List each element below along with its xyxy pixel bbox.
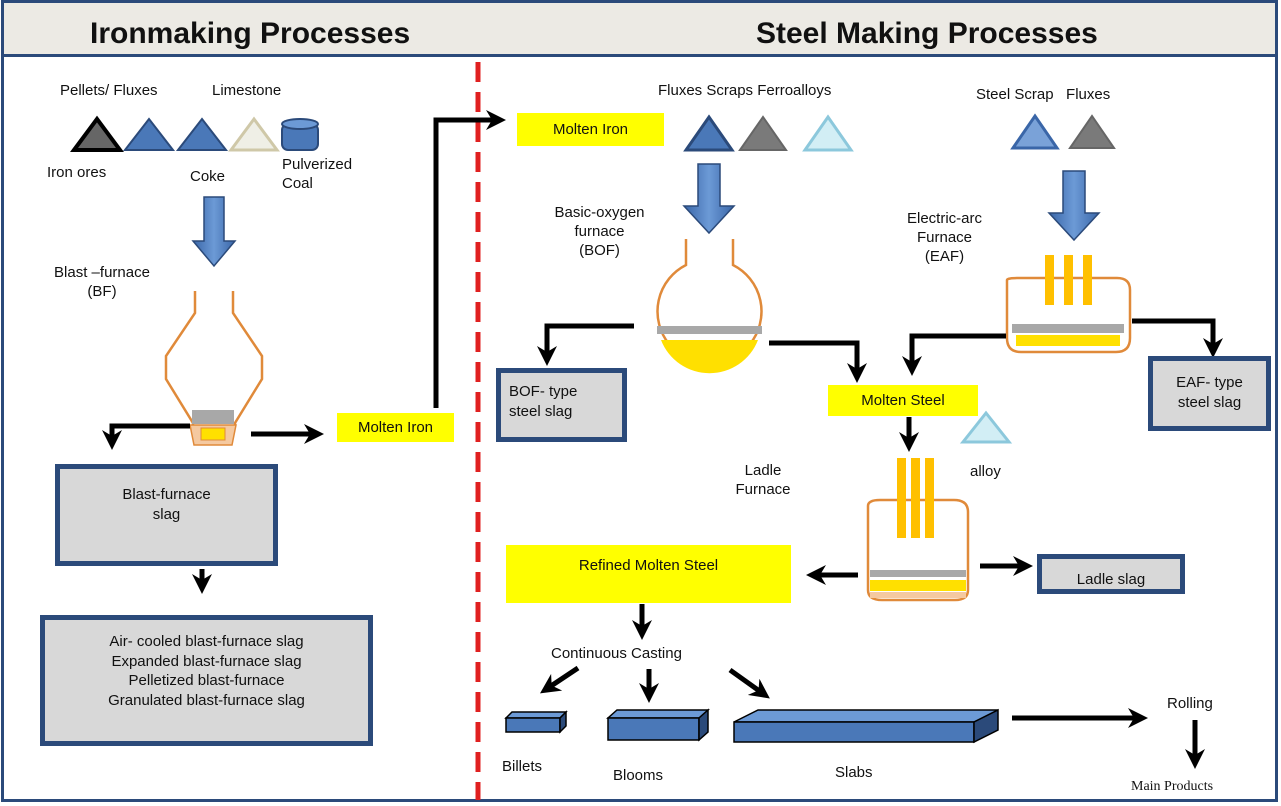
slag-type-item: Expanded blast-furnace slag	[111, 652, 302, 670]
pulverized-coal-label: Pulverized Coal	[282, 156, 353, 192]
eaf-slag-box: EAF- type steel slag	[1148, 356, 1271, 431]
refined-steel-label: Refined Molten Steel	[506, 545, 791, 603]
steelmaking-title: Steel Making Processes	[756, 17, 1098, 50]
molten-iron-label-steel: Molten Iron	[517, 113, 664, 146]
ladle-furnace-label: Ladle Furnace	[735, 462, 791, 498]
slag-type-item: Pelletized blast-furnace	[128, 672, 285, 689]
blooms-label: Blooms	[613, 767, 664, 784]
alloy-icon	[959, 410, 1013, 444]
bof-vessel-icon	[656, 239, 763, 374]
iron-ores-label: Iron ores	[47, 164, 107, 181]
bof-input-triangles	[683, 114, 854, 152]
slag-types-box: Air- cooled blast-furnace slag Expanded …	[40, 615, 373, 746]
bloom-icon	[606, 708, 710, 742]
rolling-label: Rolling	[1167, 695, 1213, 712]
iron-ore-icon	[70, 115, 124, 152]
eaf-label: Electric-arc Furnace (EAF)	[906, 210, 982, 265]
eaf-input-triangles	[1010, 113, 1116, 150]
steel-flow-arrows	[537, 318, 1223, 769]
slabs-label: Slabs	[835, 764, 873, 781]
blast-furnace-icon	[164, 291, 264, 446]
eaf-input-arrow	[1047, 170, 1101, 242]
slag-type-item: Granulated blast-furnace slag	[108, 691, 305, 709]
ladle-slag-box: Ladle slag	[1037, 554, 1185, 594]
eaf-inputs-label: Steel Scrap Fluxes	[976, 86, 1111, 103]
main-products-label: Main Products	[1131, 779, 1214, 794]
blast-furnace-label: Blast –furnace (BF)	[54, 264, 150, 300]
input-arrows	[191, 163, 1101, 268]
bof-input-arrow	[682, 163, 736, 235]
bof-label: Basic-oxygen furnace (BOF)	[554, 204, 645, 259]
billet-icon	[504, 710, 568, 734]
slag-type-item: Air- cooled blast-furnace slag	[109, 633, 304, 650]
billets-label: Billets	[502, 758, 543, 775]
raw-material-triangles	[70, 115, 319, 152]
bof-inputs-label: Fluxes Scraps Ferroalloys	[658, 82, 832, 99]
molten-iron-label-iron: Molten Iron	[337, 413, 454, 442]
ladle-furnace-icon	[866, 458, 970, 602]
coke-icon	[175, 117, 229, 151]
header-bar: Ironmaking Processes Steel Making Proces…	[4, 3, 1275, 57]
limestone-icon	[228, 116, 280, 152]
continuous-casting-label: Continuous Casting	[551, 645, 682, 662]
limestone-label: Limestone	[212, 82, 282, 99]
pellets-icon	[122, 117, 176, 151]
molten-steel-label: Molten Steel	[828, 385, 978, 416]
slab-icon	[733, 708, 999, 744]
bf-slag-box: Blast-furnace slag	[55, 464, 278, 566]
bf-input-arrow	[191, 196, 237, 268]
bof-slag-box: BOF- type steel slag	[496, 368, 627, 442]
alloy-label: alloy	[970, 463, 1001, 480]
iron-flow-arrows	[102, 110, 506, 594]
eaf-vessel-icon	[1005, 255, 1132, 354]
ironmaking-title: Ironmaking Processes	[90, 17, 411, 50]
coke-label: Coke	[190, 168, 226, 185]
pellets-fluxes-label: Pellets/ Fluxes	[60, 82, 158, 99]
